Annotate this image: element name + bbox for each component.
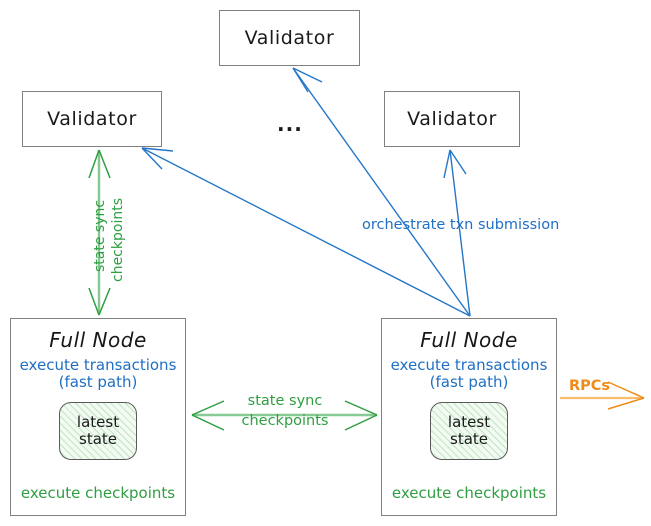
edge-label-state-sync-vertical-line1: state sync — [92, 199, 108, 272]
edge-label-orchestrate-txn-submission: orchestrate txn submission — [362, 217, 560, 233]
full-node-left-fast-path: (fast path) — [58, 373, 138, 392]
edge-label-state-sync-horizontal-line1: state sync — [247, 393, 323, 409]
validator-left-label: Validator — [47, 108, 137, 130]
node-full-node-right[interactable]: Full Node execute transactions (fast pat… — [381, 318, 557, 516]
full-node-left-latest-state-line2: state — [79, 429, 117, 448]
node-validator-top[interactable]: Validator — [219, 10, 360, 66]
edge-label-rpcs: RPCs — [569, 378, 611, 394]
validator-top-label: Validator — [244, 27, 335, 49]
full-node-left-execute-checkpoints: execute checkpoints — [20, 484, 176, 502]
node-full-node-left[interactable]: Full Node execute transactions (fast pat… — [10, 318, 186, 516]
full-node-left-latest-state-box[interactable]: latest state — [59, 401, 137, 460]
validator-right-label: Validator — [407, 108, 497, 130]
full-node-right-title: Full Node — [420, 328, 518, 352]
edge-label-state-sync-horizontal-line2: checkpoints — [241, 413, 329, 429]
edge-label-state-sync-vertical-line2: checkpoints — [110, 198, 126, 282]
full-node-right-execute-transactions: execute transactions — [390, 356, 548, 374]
full-node-right-execute-checkpoints: execute checkpoints — [391, 484, 547, 502]
full-node-right-latest-state-line2: state — [450, 429, 488, 448]
full-node-right-latest-state-line1: latest — [447, 412, 491, 431]
full-node-left-execute-transactions: execute transactions — [19, 356, 177, 374]
validators-ellipsis: ... — [277, 112, 303, 136]
full-node-left-latest-state-line1: latest — [76, 412, 120, 431]
node-validator-right[interactable]: Validator — [384, 91, 520, 147]
full-node-right-latest-state-box[interactable]: latest state — [430, 401, 508, 460]
full-node-left-title: Full Node — [49, 328, 147, 352]
node-validator-left[interactable]: Validator — [22, 91, 162, 147]
full-node-right-fast-path: (fast path) — [429, 373, 509, 392]
